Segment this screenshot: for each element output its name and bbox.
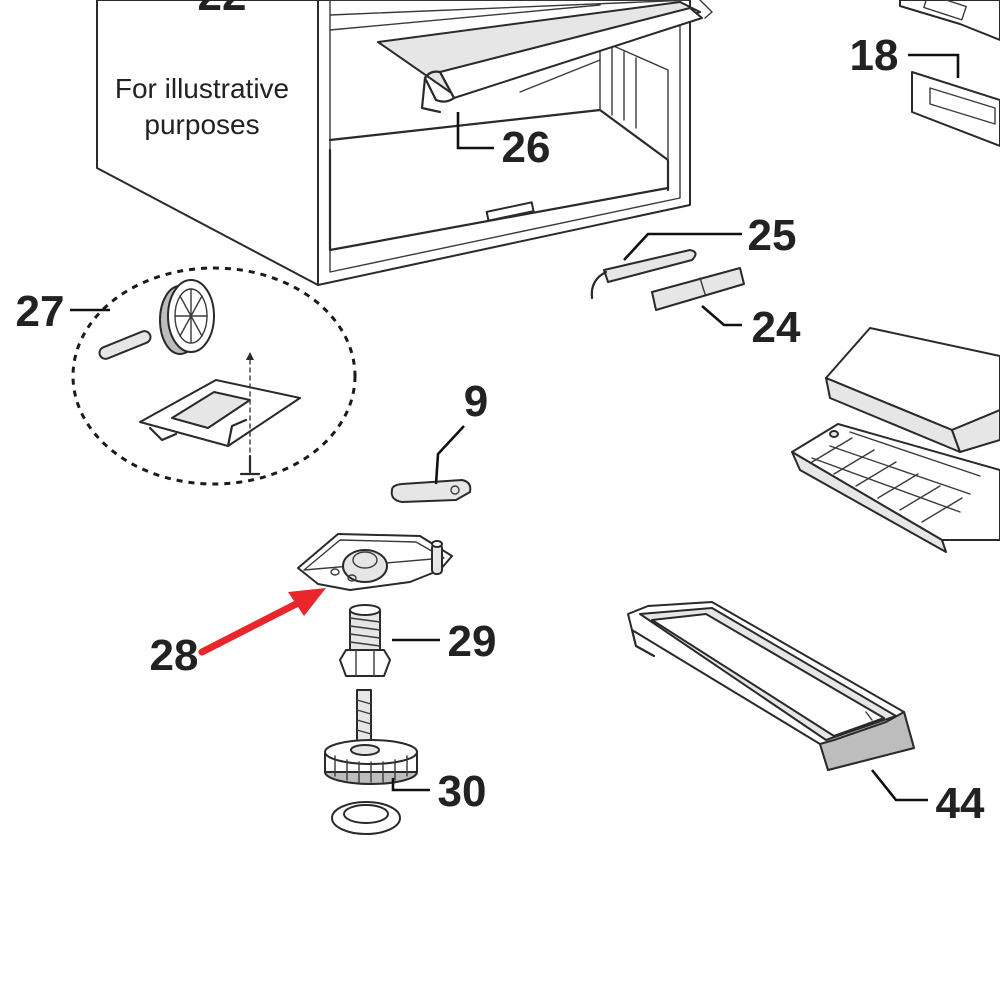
- leader-lines: [70, 53, 960, 802]
- part-27-roller-detail: [71, 266, 357, 486]
- highlight-arrow: [198, 588, 326, 656]
- callout-28: 28: [150, 631, 199, 680]
- callout-9: 9: [464, 377, 488, 426]
- refrigerator-cabinet: [96, 0, 713, 286]
- part-9-hinge-arm: [390, 479, 472, 503]
- part-24-shelf-clip: [651, 267, 745, 311]
- ice-bin-and-tray: [791, 327, 1000, 553]
- callout-18: 18: [850, 31, 899, 80]
- caption-line-1: For illustrative: [115, 73, 289, 104]
- callout-24: 24: [752, 303, 801, 352]
- part-44-door-bin: [627, 601, 915, 771]
- callout-26: 26: [502, 123, 551, 172]
- callout-22: 22: [198, 0, 247, 20]
- callout-44: 44: [936, 779, 985, 828]
- caption-line-2: purposes: [144, 109, 259, 140]
- callout-30: 30: [438, 767, 487, 816]
- callout-27: 27: [16, 287, 65, 336]
- part-30-leveling-leg: [324, 689, 418, 835]
- callout-29: 29: [448, 617, 497, 666]
- part-28-hinge-bracket: [297, 533, 453, 591]
- part-25-wire-clip: [590, 249, 697, 300]
- part-18-drawer-fronts: [899, 0, 1000, 147]
- callout-25: 25: [748, 211, 797, 260]
- part-29-bushing: [339, 604, 391, 677]
